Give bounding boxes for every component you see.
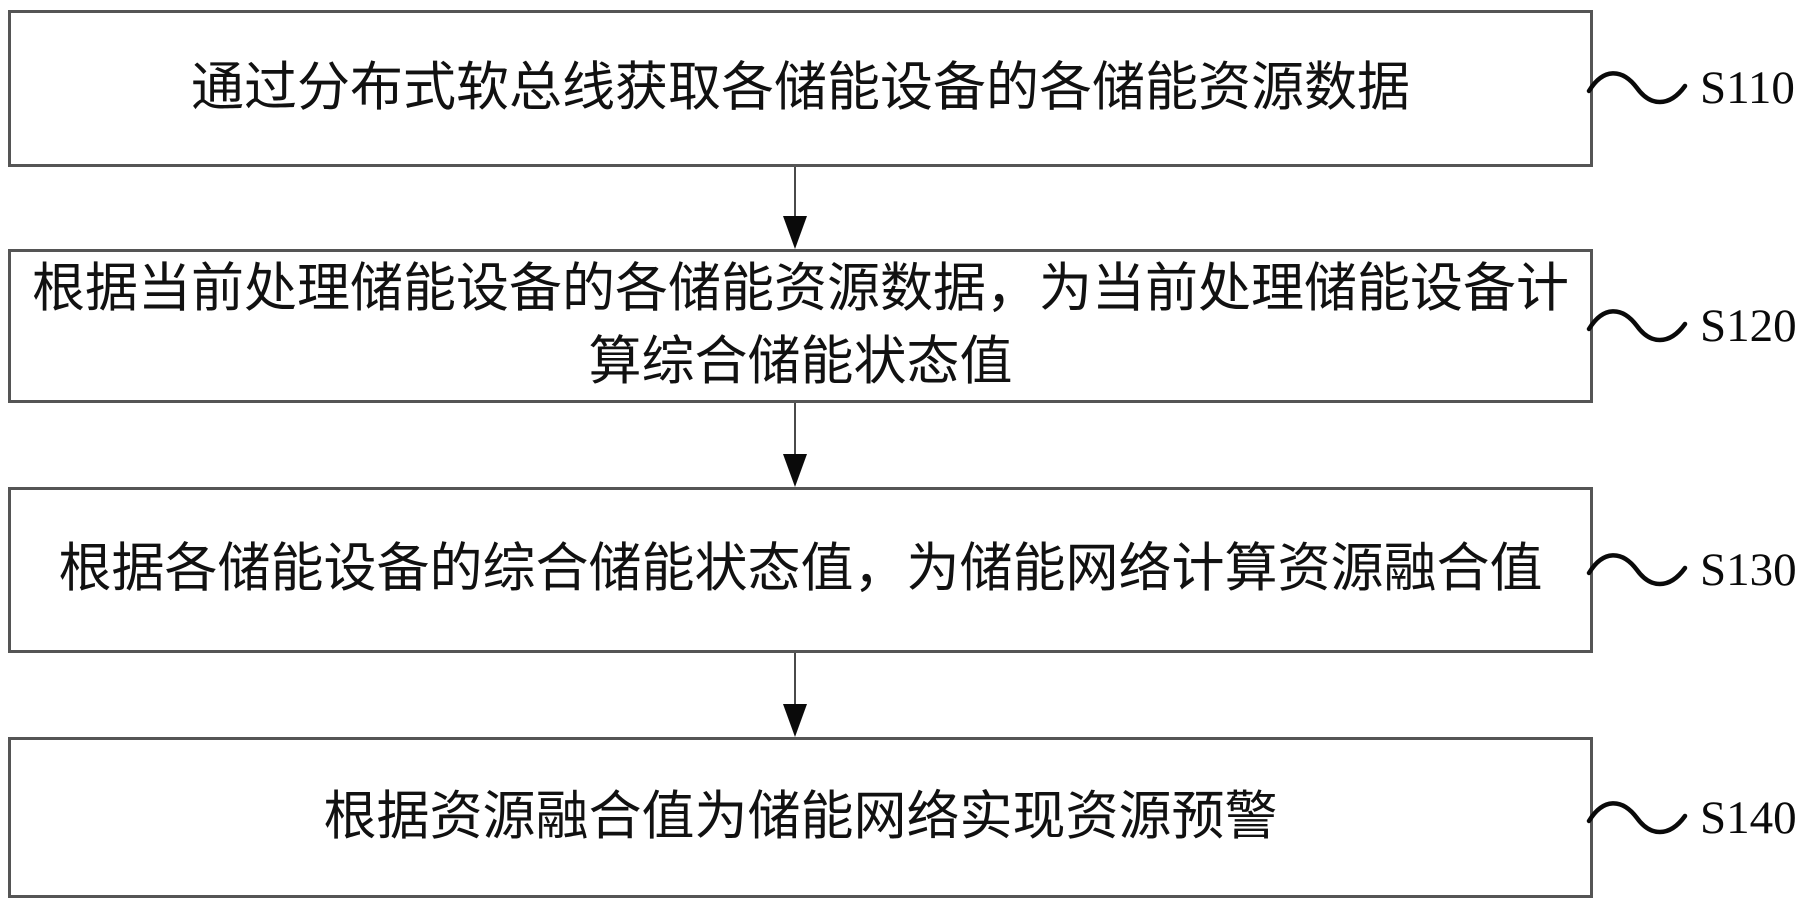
flow-step-box-3: 根据各储能设备的综合储能状态值，为储能网络计算资源融合值 bbox=[8, 487, 1593, 653]
arrow-head bbox=[783, 704, 807, 737]
step-label: S110 bbox=[1700, 62, 1795, 114]
tilde-connector-icon bbox=[1586, 553, 1688, 587]
arrow-shaft bbox=[794, 653, 796, 707]
arrow-down-icon bbox=[783, 653, 807, 737]
flow-step-text-3: 根据各储能设备的综合储能状态值，为储能网络计算资源融合值 bbox=[58, 540, 1543, 599]
step-label: S120 bbox=[1700, 300, 1797, 352]
arrow-down-icon bbox=[783, 167, 807, 249]
step-label: S140 bbox=[1700, 792, 1797, 844]
arrow-head bbox=[783, 216, 807, 249]
tilde-connector-icon bbox=[1586, 801, 1688, 835]
flow-step-text-2: 根据当前处理储能设备的各储能资源数据，为当前处理储能设备计算综合储能状态值 bbox=[32, 259, 1569, 391]
step-label-group-2: S120 bbox=[1586, 300, 1797, 352]
flow-step-box-4: 根据资源融合值为储能网络实现资源预警 bbox=[8, 737, 1593, 898]
flow-step-box-1: 通过分布式软总线获取各储能设备的各储能资源数据 bbox=[8, 10, 1593, 167]
step-label-group-3: S130 bbox=[1586, 544, 1797, 596]
arrow-shaft bbox=[794, 167, 796, 219]
tilde-connector-icon bbox=[1586, 71, 1688, 105]
flow-step-text-1: 通过分布式软总线获取各储能设备的各储能资源数据 bbox=[191, 58, 1410, 117]
step-label-group-4: S140 bbox=[1586, 792, 1797, 844]
step-label-group-1: S110 bbox=[1586, 62, 1796, 114]
flow-step-text-4: 根据资源融合值为储能网络实现资源预警 bbox=[323, 787, 1278, 846]
flow-step-box-2: 根据当前处理储能设备的各储能资源数据，为当前处理储能设备计算综合储能状态值 bbox=[8, 249, 1593, 403]
arrow-head bbox=[783, 454, 807, 487]
tilde-connector-icon bbox=[1586, 309, 1688, 343]
arrow-down-icon bbox=[783, 403, 807, 487]
step-label: S130 bbox=[1700, 544, 1797, 596]
arrow-shaft bbox=[794, 403, 796, 457]
